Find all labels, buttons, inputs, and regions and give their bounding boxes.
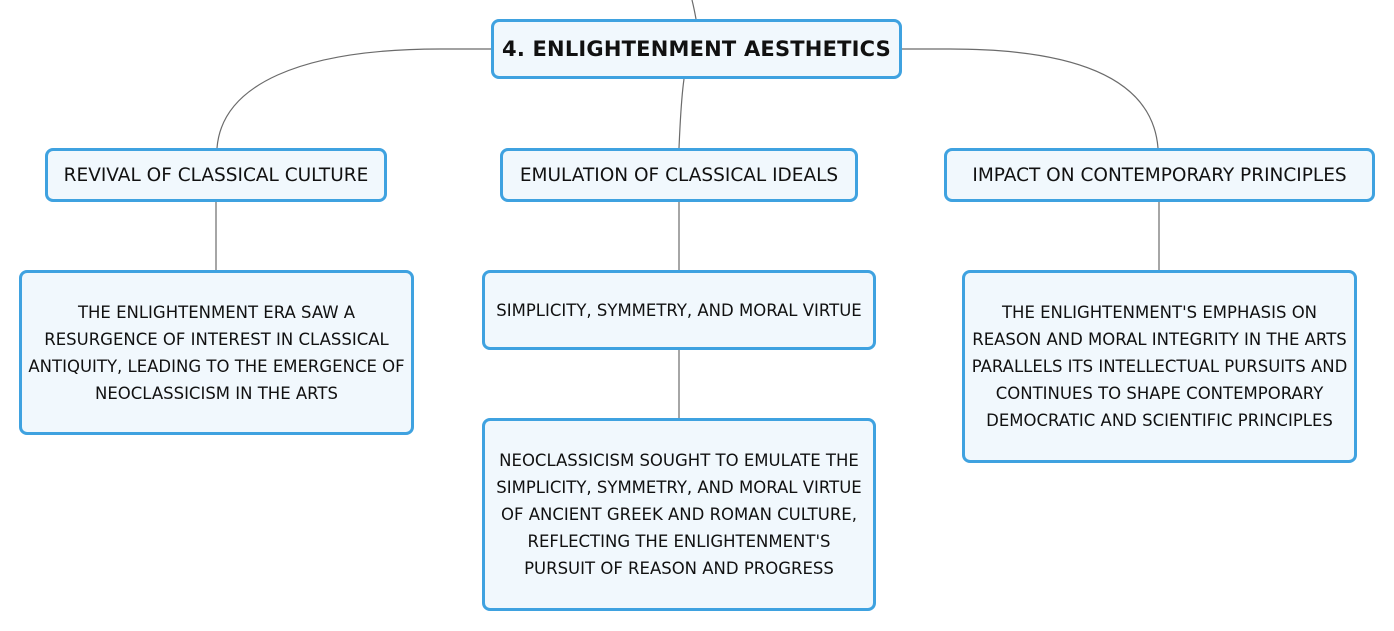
leaf-node-impact[interactable]: THE ENLIGHTENMENT'S EMPHASIS ON REASON A…	[962, 270, 1357, 463]
branch-node-impact[interactable]: IMPACT ON CONTEMPORARY PRINCIPLES	[944, 148, 1375, 202]
branch-node-emulation-label: EMULATION OF CLASSICAL IDEALS	[519, 164, 839, 186]
leaf-node-emulation-detail-text: NEOCLASSICISM SOUGHT TO EMULATE THE SIMP…	[496, 451, 862, 578]
leaf-node-emulation-summary[interactable]: SIMPLICITY, SYMMETRY, AND MORAL VIRTUE	[482, 270, 876, 350]
leaf-node-emulation-summary-text: SIMPLICITY, SYMMETRY, AND MORAL VIRTUE	[496, 300, 862, 320]
connector-root-to-branch-emulation	[678, 78, 685, 149]
connector-root-to-branch-revival	[216, 48, 491, 149]
connector-parent-to-root	[691, 0, 697, 20]
root-node-label: 4. ENLIGHTENMENT AESTHETICS	[502, 37, 891, 61]
branch-node-revival-label: REVIVAL OF CLASSICAL CULTURE	[63, 164, 369, 186]
leaf-node-emulation-detail[interactable]: NEOCLASSICISM SOUGHT TO EMULATE THE SIMP…	[482, 418, 876, 611]
leaf-node-revival[interactable]: THE ENLIGHTENMENT ERA SAW A RESURGENCE O…	[19, 270, 414, 435]
branch-node-impact-label: IMPACT ON CONTEMPORARY PRINCIPLES	[972, 164, 1347, 186]
connector-root-to-branch-impact	[902, 48, 1159, 149]
root-node[interactable]: 4. ENLIGHTENMENT AESTHETICS	[491, 19, 902, 79]
branch-node-revival[interactable]: REVIVAL OF CLASSICAL CULTURE	[45, 148, 387, 202]
leaf-node-impact-text: THE ENLIGHTENMENT'S EMPHASIS ON REASON A…	[971, 303, 1348, 430]
branch-node-emulation[interactable]: EMULATION OF CLASSICAL IDEALS	[500, 148, 858, 202]
leaf-node-revival-text: THE ENLIGHTENMENT ERA SAW A RESURGENCE O…	[28, 302, 405, 403]
